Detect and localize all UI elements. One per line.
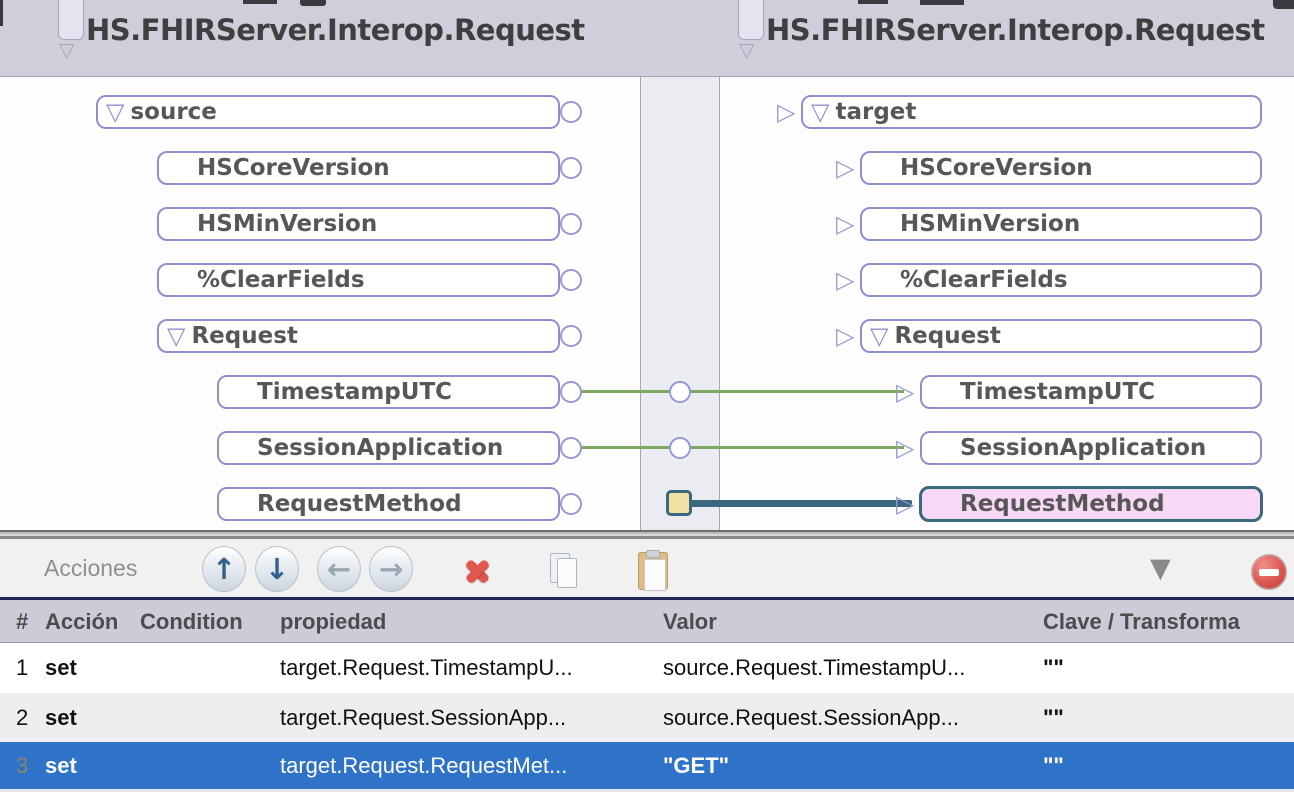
panel-splitter[interactable] [0, 530, 1294, 539]
connection-line-timestamputc[interactable] [580, 390, 904, 393]
clipped-content-fragment [0, 0, 3, 26]
source-node-requestmethod[interactable]: RequestMethod [217, 487, 582, 521]
target-scroll-spinner[interactable]: ▽ [738, 0, 764, 60]
delete-action-button[interactable] [460, 554, 494, 588]
col-header-accion: Acción [45, 609, 119, 634]
clipped-content-fragment [1273, 0, 1294, 9]
source-node-timestamputc[interactable]: TimestampUTC [217, 375, 582, 409]
remove-button[interactable] [1251, 554, 1287, 590]
input-port-triangle-icon[interactable]: ▷ [896, 434, 915, 462]
action-row-2[interactable]: 2 set target.Request.SessionApp... sourc… [0, 693, 1294, 742]
arrow-down-icon: ↓ [264, 551, 290, 586]
arrow-left-icon: ← [326, 551, 352, 586]
clipped-text-fragment [243, 0, 277, 4]
target-node-requestmethod-selected[interactable]: ▷ RequestMethod [896, 486, 1263, 522]
output-port-circle[interactable] [560, 325, 582, 347]
paste-icon[interactable] [638, 550, 668, 591]
target-node-timestamputc[interactable]: ▷ TimestampUTC [896, 375, 1262, 409]
mapping-canvas: ▽ source HSCoreVersion HSMinVersion %Cle… [0, 77, 1294, 530]
output-port-circle[interactable] [560, 157, 582, 179]
source-node-hsminversion[interactable]: HSMinVersion [157, 207, 582, 241]
output-port-circle[interactable] [560, 213, 582, 235]
input-port-triangle-icon[interactable]: ▷ [896, 378, 915, 406]
input-port-triangle-icon[interactable]: ▷ [836, 322, 855, 350]
middle-connector-strip [640, 77, 720, 530]
col-header-valor: Valor [663, 609, 717, 634]
input-port-triangle-icon[interactable]: ▷ [836, 210, 855, 238]
output-port-circle[interactable] [560, 381, 582, 403]
clipped-text-fragment [300, 0, 326, 6]
source-node-clearfields[interactable]: %ClearFields [157, 263, 582, 297]
target-node-hsminversion[interactable]: ▷ HSMinVersion [836, 207, 1262, 241]
spinner-down-icon[interactable]: ▽ [59, 38, 75, 62]
source-class-title: HS.FHIRServer.Interop.Request [86, 13, 585, 47]
arrow-up-icon: ↑ [211, 551, 237, 586]
action-row-3-selected[interactable]: 3 set target.Request.RequestMet... "GET"… [0, 742, 1294, 789]
connector-midpoint-circle[interactable] [669, 381, 691, 403]
spinner-track[interactable] [738, 0, 764, 40]
target-node-target[interactable]: ▷ ▽ target [777, 95, 1262, 129]
clipped-text-fragment [858, 0, 888, 4]
actions-table-header: # Acción Condition propiedad Valor Clave… [0, 600, 1294, 643]
connection-line-requestmethod-selected[interactable] [678, 500, 912, 507]
output-port-circle[interactable] [560, 493, 582, 515]
target-node-clearfields[interactable]: ▷ %ClearFields [836, 263, 1262, 297]
source-node-sessionapplication[interactable]: SessionApplication [217, 431, 582, 465]
col-header-propiedad: propiedad [280, 609, 387, 634]
move-down-button[interactable]: ↓ [255, 546, 299, 592]
input-port-triangle-icon[interactable]: ▷ [836, 154, 855, 182]
filter-dropdown-icon[interactable]: ▼ [1150, 553, 1171, 584]
move-left-button[interactable]: ← [317, 546, 361, 592]
actions-toolbar: Acciones ↑ ↓ ← → ▼ [0, 539, 1294, 600]
spinner-track[interactable] [58, 0, 84, 40]
connector-midpoint-circle[interactable] [669, 437, 691, 459]
connection-line-sessionapplication[interactable] [580, 446, 904, 449]
col-header-clave: Clave / Transforma [1043, 609, 1240, 634]
spinner-down-icon[interactable]: ▽ [739, 38, 755, 62]
move-up-button[interactable]: ↑ [202, 546, 246, 592]
output-port-circle[interactable] [560, 437, 582, 459]
actions-toolbar-title: Acciones [44, 555, 138, 581]
target-node-hscoreversion[interactable]: ▷ HSCoreVersion [836, 151, 1262, 185]
input-port-triangle-icon[interactable]: ▷ [896, 490, 915, 518]
input-port-triangle-icon[interactable]: ▷ [836, 266, 855, 294]
move-right-button[interactable]: → [369, 546, 413, 592]
class-header-bar: ▽ HS.FHIRServer.Interop.Request ▽ HS.FHI… [0, 0, 1294, 77]
source-scroll-spinner[interactable]: ▽ [58, 0, 84, 60]
action-row-1[interactable]: 1 set target.Request.TimestampU... sourc… [0, 643, 1294, 693]
target-class-title: HS.FHIRServer.Interop.Request [766, 13, 1265, 47]
arrow-right-icon: → [378, 551, 404, 586]
source-node-source[interactable]: ▽ source [96, 95, 582, 129]
clipped-text-fragment [920, 0, 964, 5]
copy-icon[interactable] [550, 553, 580, 589]
source-node-hscoreversion[interactable]: HSCoreVersion [157, 151, 582, 185]
col-header-num: # [16, 609, 29, 634]
collapse-triangle-icon[interactable]: ▽ [106, 98, 125, 126]
collapse-triangle-icon[interactable]: ▽ [870, 322, 889, 350]
col-header-condition: Condition [140, 609, 243, 634]
constant-value-connector[interactable] [666, 490, 692, 516]
collapse-triangle-icon[interactable]: ▽ [811, 98, 830, 126]
output-port-circle[interactable] [560, 101, 582, 123]
bottom-strip [0, 789, 1294, 792]
target-node-request[interactable]: ▷ ▽ Request [836, 319, 1262, 353]
source-node-request[interactable]: ▽ Request [157, 319, 582, 353]
collapse-triangle-icon[interactable]: ▽ [167, 322, 186, 350]
input-port-triangle-icon[interactable]: ▷ [777, 98, 796, 126]
target-node-sessionapplication[interactable]: ▷ SessionApplication [896, 431, 1262, 465]
output-port-circle[interactable] [560, 269, 582, 291]
